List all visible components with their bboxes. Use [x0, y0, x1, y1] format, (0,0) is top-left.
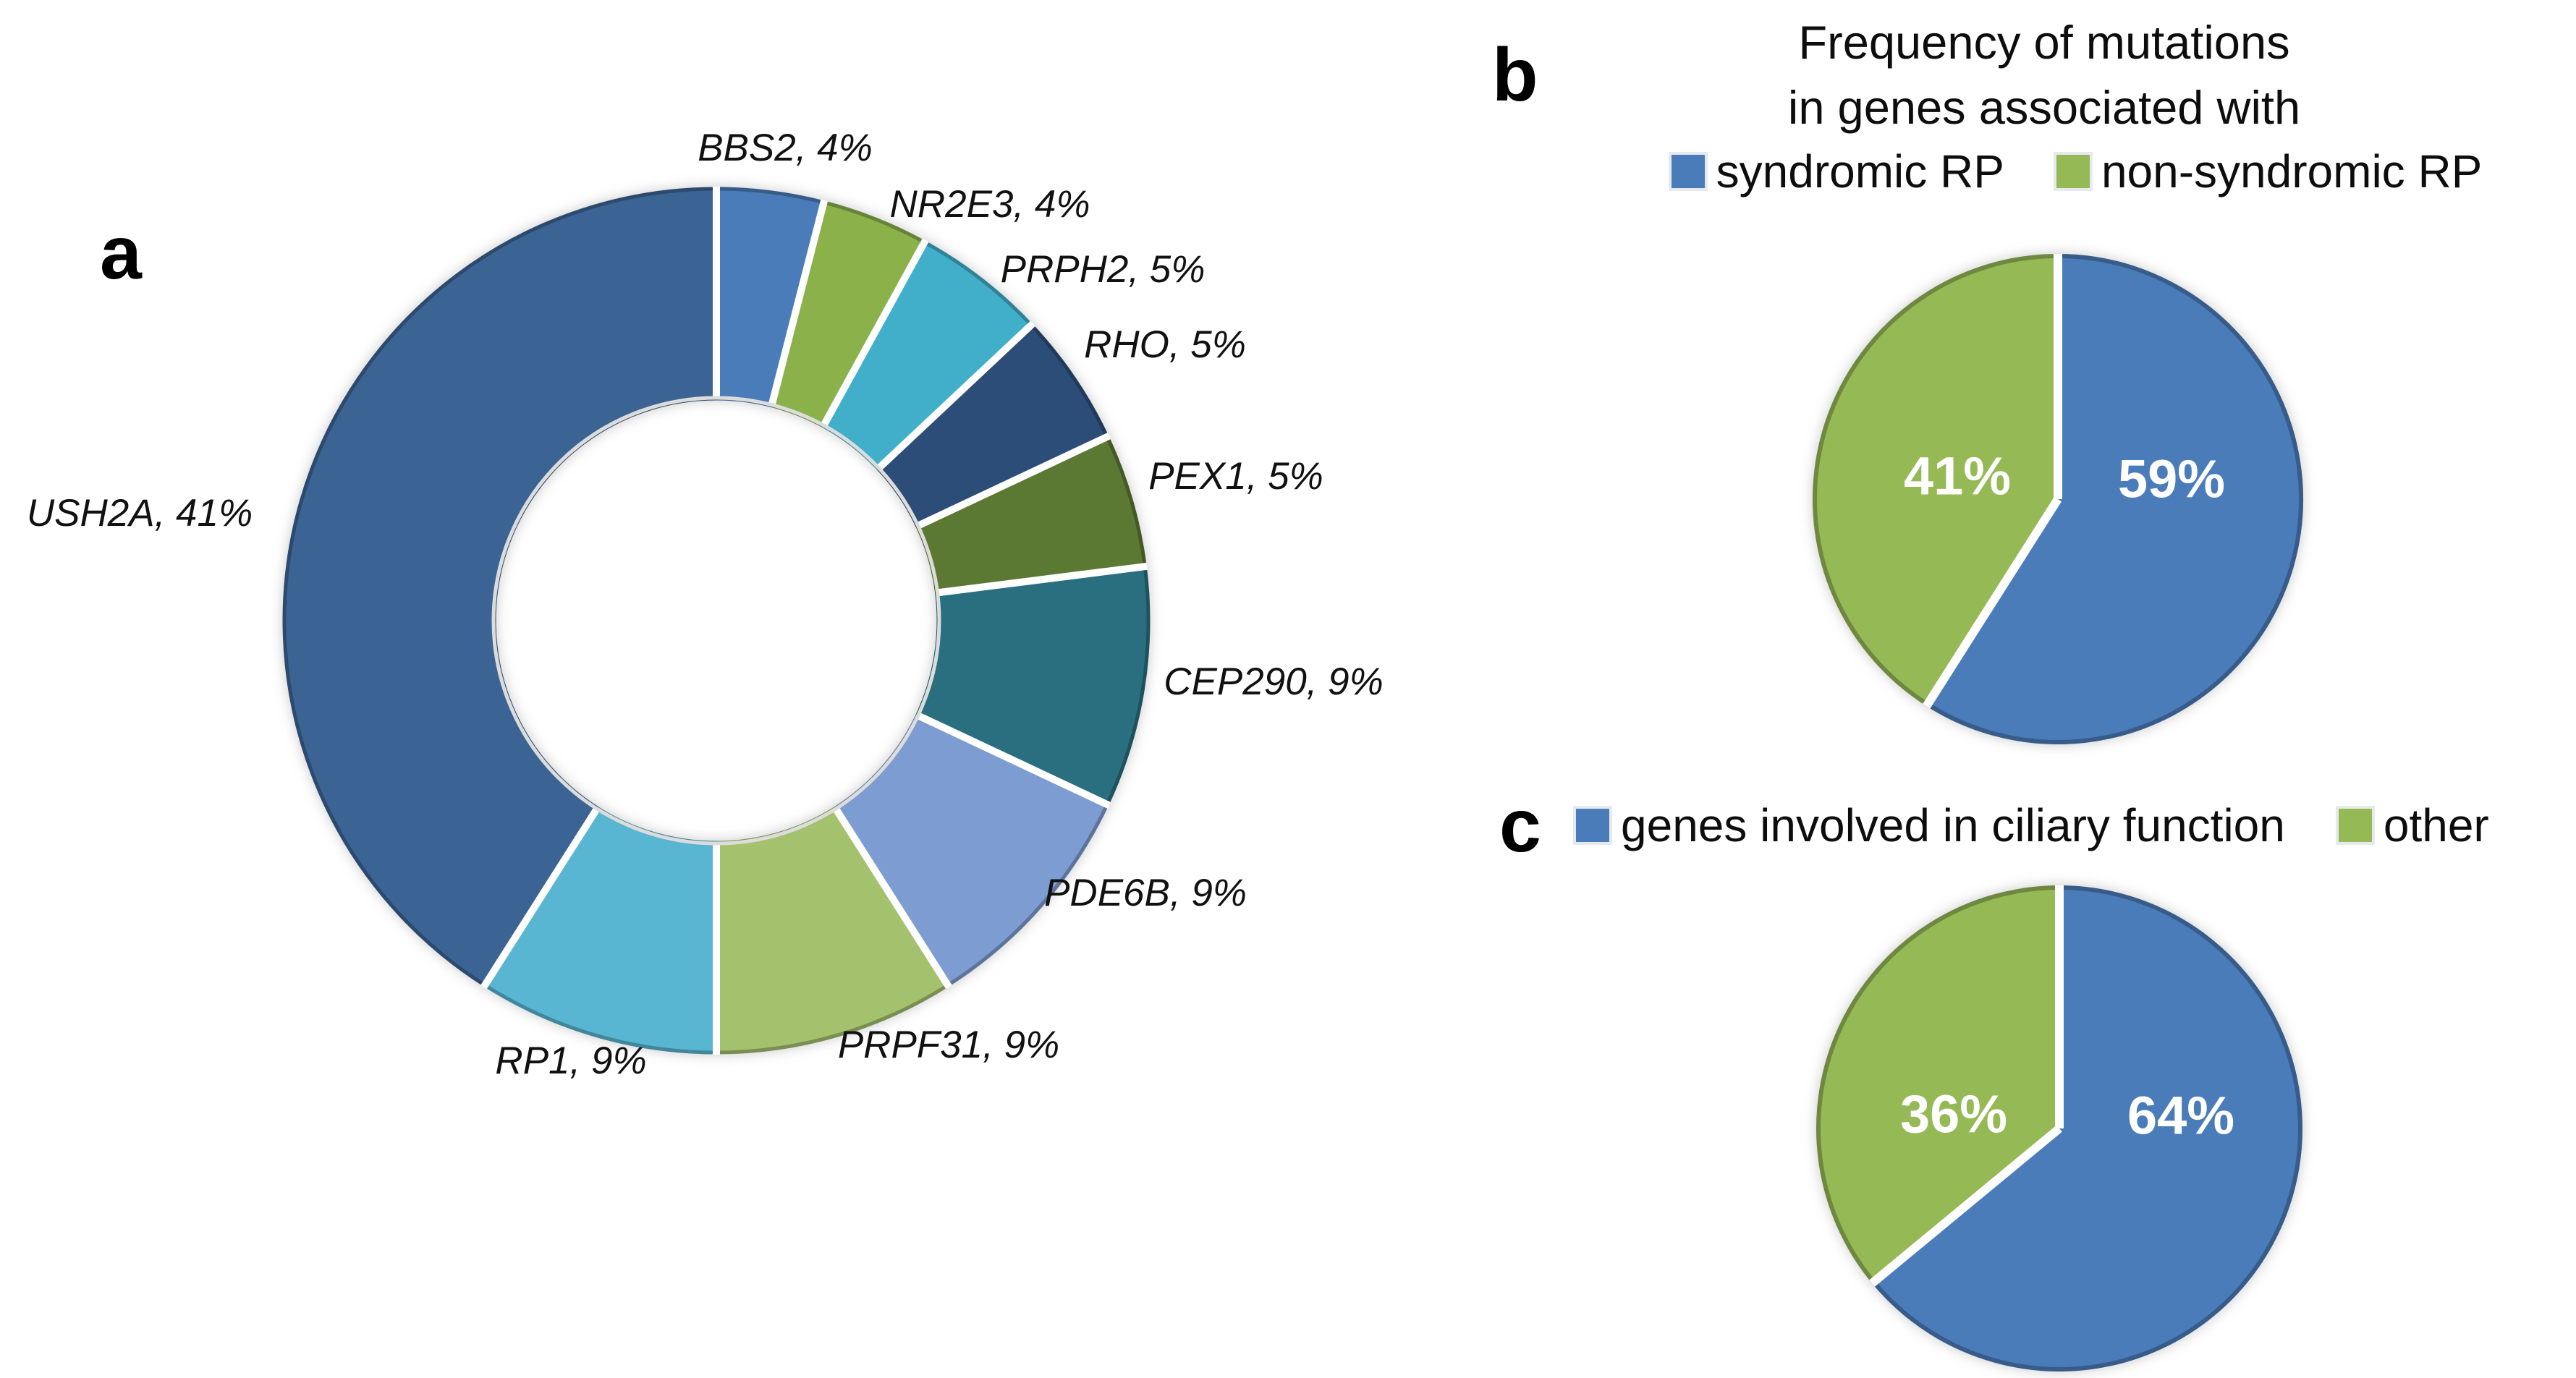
slice-divider — [832, 806, 952, 990]
slice-divider — [768, 199, 829, 407]
slice-divider — [876, 320, 1035, 472]
slice-divider — [820, 238, 929, 428]
slice-label-bbs2: BBS2, 4% — [698, 127, 873, 169]
pct-label-non-syndromic-rp: 41% — [1904, 446, 2011, 506]
slice-label-cep290: CEP290, 9% — [1164, 660, 1383, 703]
legend-label: genes involved in ciliary function — [1621, 799, 2285, 851]
slice-divider — [915, 433, 1111, 529]
legend-swatch-icon — [1671, 155, 1705, 188]
slice-divider — [480, 806, 601, 990]
chart-title-line-2: in genes associated with — [1787, 81, 2301, 134]
pie-slice-other — [1816, 885, 2062, 1285]
legend-item-syndromic-rp: syndromic RP — [1671, 145, 2004, 198]
donut-chart-gene-frequencies: BBS2, 4% NR2E3, 4% PRPH2, 5% RHO, 5% PEX1, 5… — [27, 127, 1384, 1082]
legend-item-non-syndromic-rp: non-syndromic RP — [2056, 145, 2482, 198]
pie-slice-syndromic-rp — [1925, 254, 2303, 744]
slice-label-prpf31: PRPF31, 9% — [838, 1024, 1059, 1066]
legend-label: syndromic RP — [1716, 145, 2004, 197]
slice-label-ush2a: USH2A, 41% — [27, 492, 253, 535]
chart-title-line-1: Frequency of mutations — [1798, 16, 2290, 69]
slice-divider — [1869, 1125, 2062, 1287]
pie-slices — [1816, 885, 2302, 1371]
panel-letter-a: a — [100, 211, 142, 295]
donut-hole-rim — [491, 396, 941, 846]
legend-syndromic-vs-nonsyndromic: syndromic RP non-syndromic RP — [1635, 145, 2518, 198]
slice-divider — [915, 712, 1111, 809]
legend-label: other — [2383, 799, 2489, 851]
slice-divider — [936, 562, 1148, 597]
pct-label-syndromic-rp: 59% — [2118, 449, 2225, 509]
pie-slices — [282, 187, 1151, 1055]
panel-letter-c: c — [1499, 784, 1541, 868]
slice-label-pex1: PEX1, 5% — [1148, 455, 1323, 498]
panel-letter-b: b — [1492, 33, 1538, 117]
legend-item-other: other — [2338, 799, 2489, 852]
slice-divider — [1923, 496, 2062, 709]
slice-label-pde6b: PDE6B, 9% — [1044, 872, 1247, 914]
slice-label-prph2: PRPH2, 5% — [1001, 248, 1206, 291]
pct-label-other: 36% — [1900, 1084, 2007, 1144]
pie-slice-genes-involved-in-ciliary-function — [1871, 885, 2302, 1371]
legend-item-genes-involved-in-ciliary-function: genes involved in ciliary function — [1576, 799, 2285, 852]
slice-label-nr2e3: NR2E3, 4% — [890, 183, 1090, 226]
pie-chart-syndromic-rp: 59% 41% — [1813, 254, 2303, 744]
legend-swatch-icon — [1576, 809, 1609, 842]
pct-label-genes-involved-in-ciliary-function: 64% — [2127, 1086, 2234, 1146]
slice-label-rp1: RP1, 9% — [495, 1039, 646, 1082]
legend-swatch-icon — [2056, 155, 2090, 188]
slice-label-rho: RHO, 5% — [1084, 323, 1246, 366]
legend-label: non-syndromic RP — [2101, 145, 2483, 197]
legend-ciliary-function: genes involved in ciliary function other — [1576, 799, 2576, 852]
chart-title-b: Frequency of mutations in genes associat… — [1628, 10, 2460, 140]
legend-swatch-icon — [2338, 809, 2372, 842]
pie-chart-ciliary-function: 64% 36% — [1816, 885, 2302, 1371]
pie-slices — [1813, 254, 2303, 744]
